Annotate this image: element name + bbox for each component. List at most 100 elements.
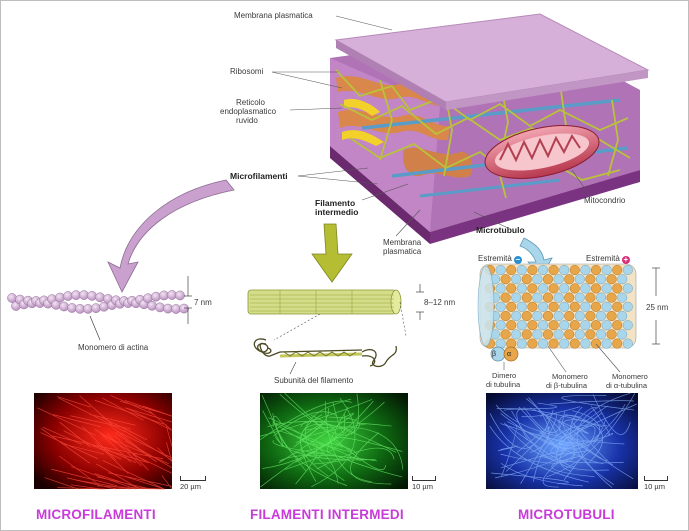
scalebar-green <box>412 476 436 481</box>
beta-tubulin <box>537 283 549 294</box>
alpha-symbol: α <box>507 351 512 358</box>
alpha-tubulin <box>500 274 511 285</box>
microtubule-dimension <box>652 267 660 345</box>
actin-monomer <box>67 303 77 313</box>
mitochondrion <box>484 125 600 179</box>
title-filamenti-intermedi: FILAMENTI INTERMEDI <box>250 507 404 522</box>
beta-tubulin <box>574 274 585 285</box>
beta-tubulin <box>495 283 506 294</box>
beta-tubulin <box>617 329 628 340</box>
alpha-tubulin <box>606 274 617 285</box>
actin-dimension <box>89 276 192 341</box>
beta-tubulin <box>495 320 506 331</box>
alpha-tubulin <box>506 301 517 312</box>
alpha-tubulin <box>564 292 575 303</box>
leader-lines <box>271 15 591 237</box>
actin-monomer <box>95 292 105 303</box>
label-membrana-bottom-1: Membrana <box>383 238 422 247</box>
lower-membrane-front <box>330 146 430 244</box>
plus-end-icon: + <box>621 255 630 264</box>
beta-tubulin <box>595 310 607 322</box>
label-microfilamenti: Microfilamenti <box>230 171 288 181</box>
beta-tubulin <box>559 301 570 312</box>
beta-tubulin <box>495 301 506 312</box>
scalebar-red-label: 20 µm <box>180 482 201 491</box>
title-microfilamenti: MICROFILAMENTI <box>36 507 156 522</box>
alpha-tubulin <box>585 310 596 322</box>
label-ribosomi: Ribosomi <box>230 67 264 76</box>
beta-tubulin <box>580 264 591 276</box>
beta-tubulin <box>532 329 543 340</box>
beta-tubulin <box>622 320 633 331</box>
alpha-tubulin <box>506 264 517 276</box>
actin-monomer <box>91 303 101 313</box>
beta-tubulin <box>516 301 527 312</box>
alpha-tubulin <box>590 320 602 331</box>
beta-tubulin <box>511 274 522 285</box>
label-alpha-2: di α-tubulina <box>606 381 648 390</box>
alpha-tubulin <box>548 338 559 349</box>
label-mitocondrio: Mitocondrio <box>584 196 626 205</box>
beta-tubulin <box>553 292 564 303</box>
scalebar-blue-label: 10 µm <box>644 482 665 491</box>
alpha-tubulin <box>564 274 575 285</box>
alpha-tubulin <box>585 274 596 285</box>
beta-tubulin <box>574 292 585 303</box>
alpha-tubulin <box>590 283 602 294</box>
beta-tubulin <box>617 274 628 285</box>
beta-tubulin <box>537 301 549 312</box>
tubulin-leaders <box>503 343 621 373</box>
title-microtubuli: MICROTUBULI <box>518 507 615 522</box>
beta-tubulin <box>595 292 607 303</box>
alpha-tubulin <box>569 283 580 294</box>
dimension-intermediate: 8–12 nm <box>424 298 456 307</box>
alpha-tubulin <box>506 320 517 331</box>
micrograph-green <box>259 393 408 489</box>
alpha-tubulin <box>590 301 602 312</box>
label-filamento-2: intermedio <box>315 207 359 217</box>
alpha-tubulin <box>506 283 517 294</box>
beta-tubulin <box>580 301 591 312</box>
actin-monomer <box>147 300 157 311</box>
label-estremita-plus: Estremità+ <box>586 254 630 264</box>
alpha-tubulin <box>548 264 559 276</box>
beta-tubulin <box>516 320 527 331</box>
dimension-microtubule: 25 nm <box>646 303 669 312</box>
alpha-tubulin <box>569 264 580 276</box>
beta-tubulin <box>495 264 506 276</box>
alpha-tubulin <box>527 338 538 349</box>
beta-tubulin <box>617 292 628 303</box>
alpha-tubulin <box>521 292 532 303</box>
beta-tubulin <box>601 283 612 294</box>
alpha-tubulin <box>542 329 554 340</box>
label-reticolo-3: ruvido <box>236 116 258 125</box>
actin-monomer <box>179 303 189 314</box>
beta-tubulin <box>516 283 527 294</box>
block-microtubule-1 <box>361 98 621 130</box>
lower-membrane-side <box>430 170 640 244</box>
intermediate-filament <box>247 289 407 341</box>
alpha-tubulin <box>606 329 617 340</box>
label-monomero-actina: Monomero di actina <box>78 343 149 352</box>
alpha-tubulin <box>606 310 617 322</box>
beta-tubulin <box>553 274 564 285</box>
alpha-tubulin <box>527 283 538 294</box>
beta-tubulin <box>622 264 633 276</box>
beta-tubulin <box>553 329 564 340</box>
scalebar-green-label: 10 µm <box>412 482 433 491</box>
alpha-tubulin <box>548 320 559 331</box>
cell-block <box>330 13 650 244</box>
alpha-tubulin <box>606 292 617 303</box>
label-alpha-1: Monomero <box>612 372 648 381</box>
arrow-to-microfilament <box>107 179 235 293</box>
beta-tubulin <box>559 338 570 349</box>
label-reticolo-2: endoplasmatico <box>220 107 277 116</box>
upper-membrane-side <box>446 70 648 110</box>
alpha-tubulin <box>564 310 575 322</box>
alpha-tubulin <box>612 338 623 349</box>
beta-tubulin <box>622 301 633 312</box>
beta-tubulin <box>574 329 585 340</box>
alpha-tubulin <box>569 338 580 349</box>
alpha-tubulin <box>542 310 554 322</box>
